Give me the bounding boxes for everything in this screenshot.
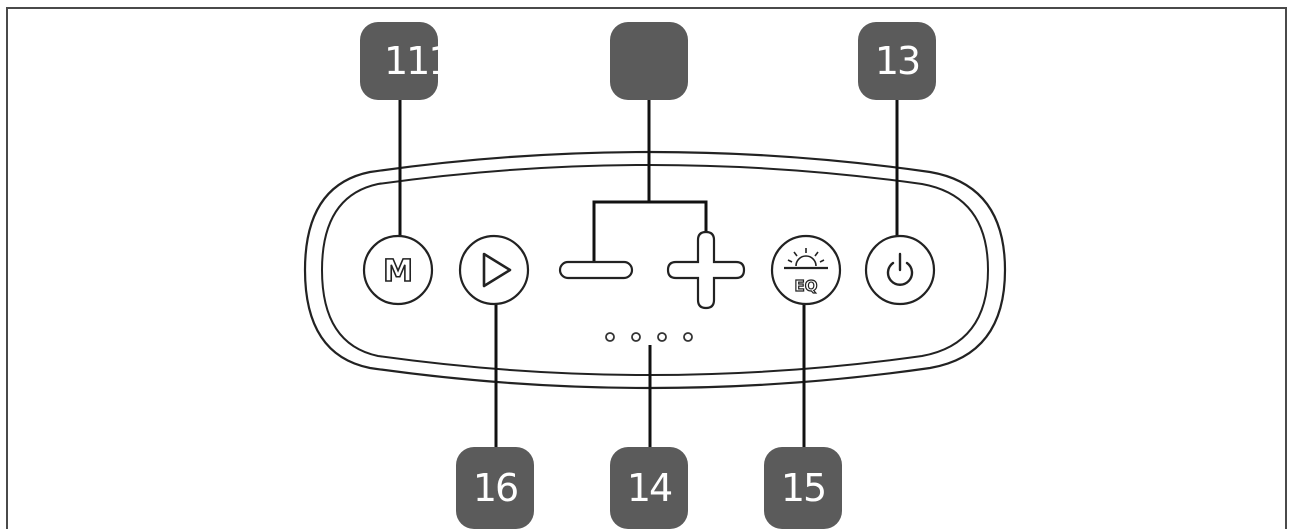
callout-mode-number: 1112 — [384, 39, 438, 83]
callout-eq-number: 15 — [780, 466, 827, 510]
callout-battery: 14 — [610, 447, 688, 529]
mode-button[interactable] — [362, 234, 434, 306]
volume-up-button[interactable] — [666, 230, 746, 310]
eq-label: EQ — [795, 277, 818, 295]
power-icon — [886, 252, 914, 286]
battery-led — [657, 332, 667, 342]
callout-volume — [610, 22, 688, 100]
battery-led — [683, 332, 693, 342]
callout-battery-number: 14 — [626, 466, 673, 510]
callout-play: 16 — [456, 447, 534, 529]
battery-led — [605, 332, 615, 342]
callout-mode: 1112 — [360, 22, 438, 100]
panel-inner-outline — [320, 164, 990, 376]
mode-letter: M — [383, 254, 413, 289]
diagram-frame — [6, 7, 1287, 529]
panel-outer-outline — [303, 150, 1007, 390]
play-button[interactable] — [458, 234, 530, 306]
callout-play-number: 16 — [472, 466, 519, 510]
leader-line-volume-branch — [592, 200, 708, 268]
callout-power-number: 13 — [874, 39, 921, 83]
battery-led-indicators — [605, 332, 693, 342]
play-triangle-icon — [482, 252, 512, 288]
callout-power: 13 — [858, 22, 936, 100]
battery-led — [631, 332, 641, 342]
eq-button[interactable] — [770, 234, 842, 306]
volume-down-button[interactable] — [558, 260, 634, 280]
callout-eq: 15 — [764, 447, 842, 529]
sun-eq-icon — [784, 248, 828, 270]
